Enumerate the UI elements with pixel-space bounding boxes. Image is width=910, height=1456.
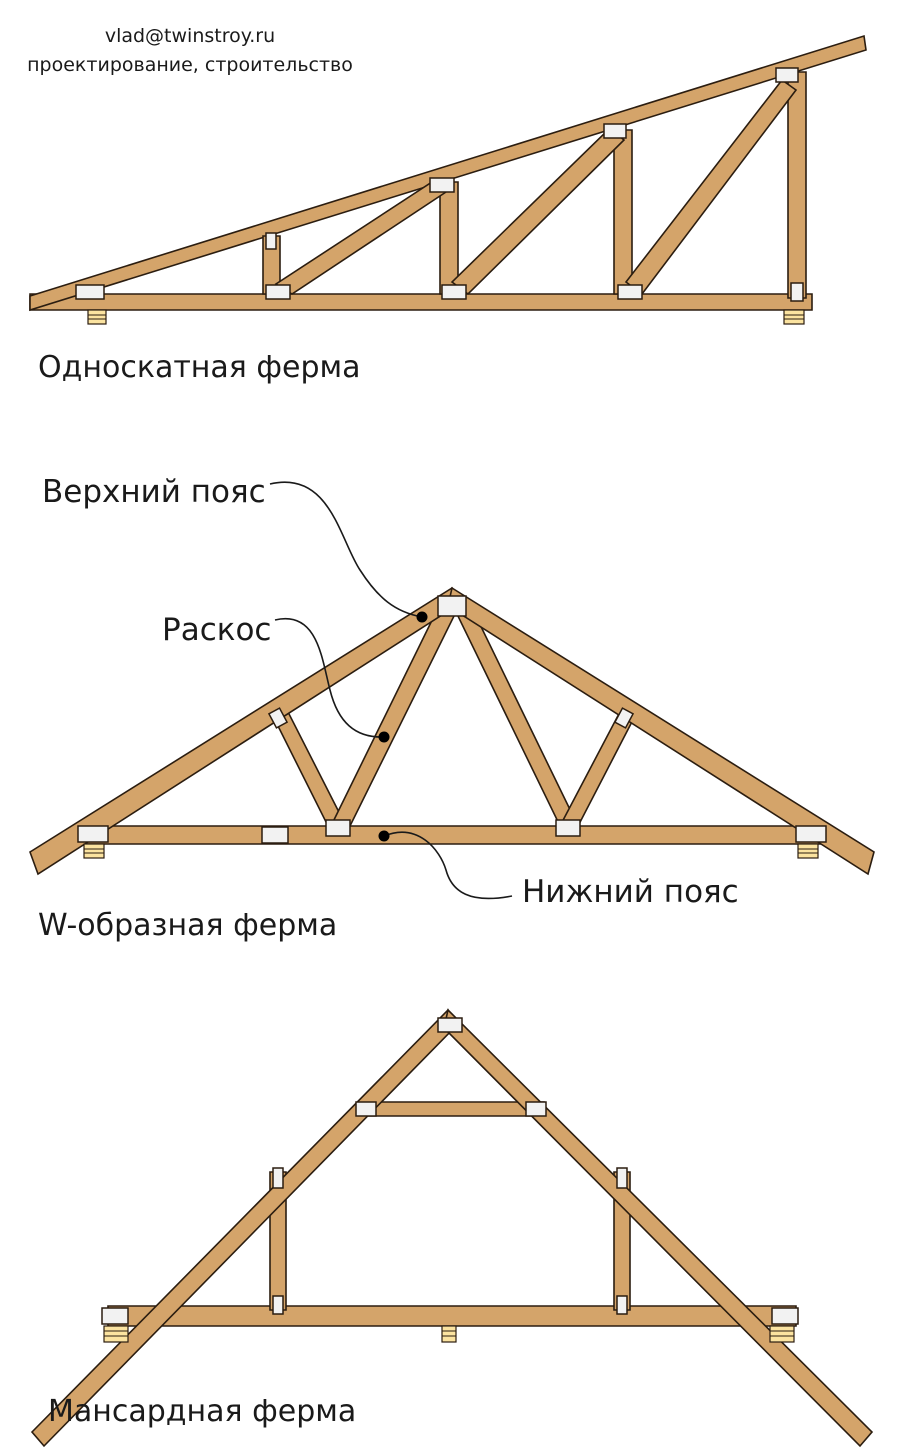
w-plate	[555, 819, 581, 837]
header-email: vlad@twinstroy.ru	[104, 25, 276, 47]
attic-plate	[525, 1101, 547, 1117]
w-plate	[325, 819, 351, 837]
top-chord-leader	[269, 481, 423, 618]
mono-plate	[603, 123, 627, 139]
attic-bottom-chord	[107, 1305, 797, 1327]
mono-plate	[617, 284, 643, 300]
w-plate	[267, 707, 289, 729]
attic-plate	[771, 1307, 799, 1325]
header-tagline: проектирование, строительство	[27, 54, 353, 76]
bottom-chord-dot	[378, 830, 390, 842]
mono-support-right	[783, 309, 805, 325]
mono-end-post	[787, 71, 807, 299]
mono-bottom-chord	[29, 293, 813, 311]
attic-plate	[355, 1101, 377, 1117]
bottom-chord-leader	[383, 831, 513, 900]
w-web-left-short	[270, 706, 348, 831]
web-dot	[378, 731, 390, 743]
w-bottom-chord	[83, 825, 825, 845]
attic-truss	[30, 1008, 874, 1448]
attic-top-chord-right	[443, 1008, 874, 1448]
attic-plate	[437, 1017, 463, 1033]
attic-support-right	[769, 1325, 795, 1343]
mono-plate	[265, 284, 291, 300]
attic-plate	[616, 1295, 628, 1315]
attic-plate	[272, 1295, 284, 1315]
web-leader	[274, 617, 385, 738]
mono-plate	[75, 284, 105, 300]
w-truss	[29, 481, 875, 900]
attic-collar-tie	[365, 1101, 545, 1117]
mono-plate	[429, 177, 455, 193]
w-truss-title: W-образная ферма	[38, 908, 338, 943]
w-plate	[261, 826, 289, 844]
web-label: Раскос	[162, 612, 272, 648]
mono-plate	[265, 232, 277, 250]
attic-truss-title: Мансардная ферма	[48, 1394, 357, 1429]
mono-web-2	[450, 126, 626, 296]
attic-plate	[272, 1167, 284, 1189]
mono-post-3	[613, 129, 633, 295]
w-support-left	[83, 843, 105, 859]
w-plate	[613, 707, 635, 729]
attic-support-center	[441, 1325, 457, 1343]
top-chord-label: Верхний пояс	[42, 474, 266, 510]
mono-plate	[790, 282, 804, 302]
attic-support-left	[103, 1325, 129, 1343]
attic-plate	[101, 1307, 129, 1325]
mono-plate	[775, 67, 799, 83]
attic-plate	[616, 1167, 628, 1189]
header: vlad@twinstroy.ru проектирование, строит…	[0, 22, 380, 80]
mono-post-2	[439, 181, 459, 295]
mono-pitch-truss	[29, 34, 867, 325]
w-plate	[77, 825, 109, 843]
attic-top-chord-left	[30, 1008, 455, 1448]
bottom-chord-label: Нижний пояс	[522, 874, 739, 910]
w-support-right	[797, 843, 819, 859]
top-chord-dot	[416, 611, 428, 623]
mono-plate	[441, 284, 467, 300]
w-plate	[795, 825, 827, 843]
w-plate	[437, 595, 467, 617]
mono-top-chord	[29, 34, 867, 312]
mono-support-left	[87, 309, 107, 325]
mono-truss-title: Односкатная ферма	[38, 350, 361, 385]
